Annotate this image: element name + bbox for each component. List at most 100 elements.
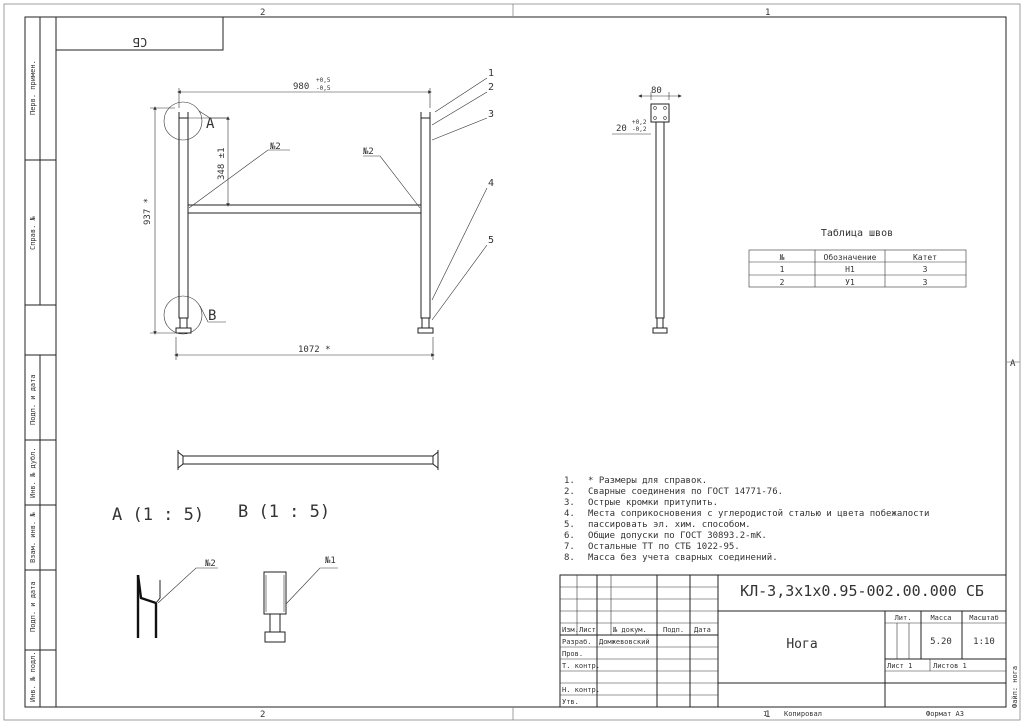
callout-b: B	[208, 308, 216, 324]
margin-podp-data-1: Подп. и дата	[29, 374, 37, 425]
note-number: 8.	[564, 553, 575, 563]
left-leg	[178, 117, 189, 319]
note-line: Острые кромки притупить.	[588, 498, 718, 508]
file-name-label: Файл: нога	[1011, 666, 1019, 708]
top-stamp: СБ	[133, 35, 147, 49]
side-view: 80 20 +0,2 -0,2	[612, 86, 682, 334]
margin-inv-podl: Инв. № подл.	[29, 651, 37, 702]
format-label: Формат А3	[926, 710, 964, 718]
tb-lit-label: Лит.	[895, 614, 912, 622]
weld-table-cell: 3	[923, 265, 928, 274]
detail-views: A (1 : 5) B (1 : 5) №2 №1	[112, 502, 338, 643]
margin-inv-dubl: Инв. № дубл.	[29, 447, 37, 498]
margin-perv-primen: Перв. примен.	[29, 60, 37, 115]
tb-mass-label: Масса	[930, 614, 951, 622]
note-line: Общие допуски по ГОСТ 30893.2-mK.	[588, 530, 767, 541]
callout-circle-a	[163, 101, 203, 141]
margin-sprav-no: Справ. №	[29, 215, 37, 250]
tb-scale-label: Масштаб	[969, 614, 999, 622]
note-line: Места соприкосновения с углеродистой ста…	[588, 508, 929, 519]
note-line: * Размеры для справок.	[588, 476, 707, 486]
side-foot	[652, 327, 668, 334]
tb-sheets-label: Листов 1	[933, 662, 967, 670]
technical-notes: 1. * Размеры для справок. 2. Сварные сое…	[564, 476, 929, 563]
note-line: Остальные ТТ по СТБ 1022-95.	[588, 542, 740, 552]
callout-circle-b	[163, 295, 203, 335]
top-view	[177, 450, 439, 470]
leader-4: 4	[488, 178, 494, 189]
right-leg	[420, 117, 431, 319]
weld-marker-2: №2	[362, 147, 374, 157]
note-line: Масса без учета сварных соединений.	[588, 552, 778, 563]
bottom-sheet-no: 1	[763, 710, 767, 718]
margin-podp-data-2: Подп. и дата	[29, 581, 37, 632]
weld-table-cell: 2	[780, 278, 785, 287]
top-bar	[182, 455, 434, 465]
note-number: 2.	[564, 487, 575, 497]
zone-bottom-left: 2	[260, 710, 265, 720]
note-line: пассировать эл. хим. способом.	[588, 519, 751, 530]
right-foot	[417, 327, 434, 334]
dim-mid: 348 ±1	[217, 147, 227, 180]
weld-table-cell: Н1	[845, 265, 855, 274]
note-number: 3.	[564, 498, 575, 508]
tb-col-list: Лист	[579, 626, 596, 634]
side-dim-side: 20	[616, 124, 627, 134]
title-block: КЛ-3,3x1x0.95-002.00.000 СБ Нога Изм. Ли…	[559, 574, 1007, 708]
weld-table-header-oboz: Обозначение	[824, 252, 877, 262]
side-leg	[655, 121, 665, 319]
tb-col-podp: Подп.	[663, 626, 684, 634]
left-margin-strip: Перв. примен. Справ. № Подп. и дата Инв.…	[25, 17, 57, 707]
zone-top-right: 1	[765, 8, 770, 18]
tb-col-ndokum: № докум.	[612, 626, 647, 634]
note-number: 4.	[564, 509, 575, 519]
title-designation: КЛ-3,3x1x0.95-002.00.000 СБ	[740, 582, 984, 600]
leader-5: 5	[488, 235, 494, 246]
weld-table-header-katet: Катет	[913, 253, 937, 262]
tb-row-razrab: Разраб.	[562, 638, 592, 646]
leader-2: 2	[488, 82, 494, 93]
dim-width-tol-minus: -0,5	[316, 85, 331, 92]
zone-top-left: 2	[260, 8, 265, 18]
tb-razrab-name: Домжевовский	[599, 638, 650, 646]
tb-row-prov: Пров.	[562, 650, 583, 658]
tb-scale-value: 1:10	[973, 637, 995, 647]
side-plate	[650, 103, 670, 123]
note-number: 1.	[564, 476, 575, 486]
weld-marker-1: №2	[269, 142, 281, 152]
leader-1: 1	[488, 68, 494, 79]
note-line: Сварные соединения по ГОСТ 14771-76.	[588, 487, 783, 497]
tb-row-utv: Утв.	[562, 698, 579, 706]
leader-3: 3	[488, 109, 494, 120]
tb-mass-value: 5.20	[930, 637, 952, 647]
title-name: Нога	[786, 637, 817, 652]
detail-b-weld: №1	[324, 556, 336, 566]
inner-frame	[24, 16, 1007, 708]
tb-row-tkontr: Т. контр.	[562, 662, 600, 670]
note-number: 6.	[564, 531, 575, 541]
detail-a-label: A (1 : 5)	[112, 505, 204, 525]
side-tol-minus: -0,2	[632, 126, 647, 133]
crossbar	[187, 204, 422, 214]
margin-vzam-inv: Взам. инв. №	[29, 512, 37, 563]
weld-table-cell: 1	[780, 265, 785, 274]
dim-width-tol-plus: +0,5	[316, 77, 331, 84]
note-number: 7.	[564, 542, 575, 552]
detail-a-weld: №2	[204, 559, 216, 569]
weld-table: Таблица швов № Обозначение Катет 1 Н1 3 …	[748, 227, 967, 288]
tb-row-nkontr: Н. контр.	[562, 686, 600, 694]
side-tol-plus: +0,2	[632, 119, 647, 126]
front-view: 980 +0,5 -0,5 937 * 348 ±1 1072 * A B №2…	[143, 68, 494, 360]
weld-table-header-no: №	[779, 253, 785, 262]
dim-width: 980	[293, 82, 309, 92]
callout-a: A	[206, 116, 215, 132]
weld-table-cell: 3	[923, 278, 928, 287]
dim-height: 937 *	[143, 198, 153, 225]
detail-b-label: B (1 : 5)	[238, 502, 330, 522]
zone-bottom-right: 1	[765, 710, 770, 720]
tb-sheet-label: Лист 1	[887, 662, 912, 670]
tb-col-izm: Изм.	[562, 626, 579, 634]
copied-label: Копировал	[784, 710, 822, 718]
